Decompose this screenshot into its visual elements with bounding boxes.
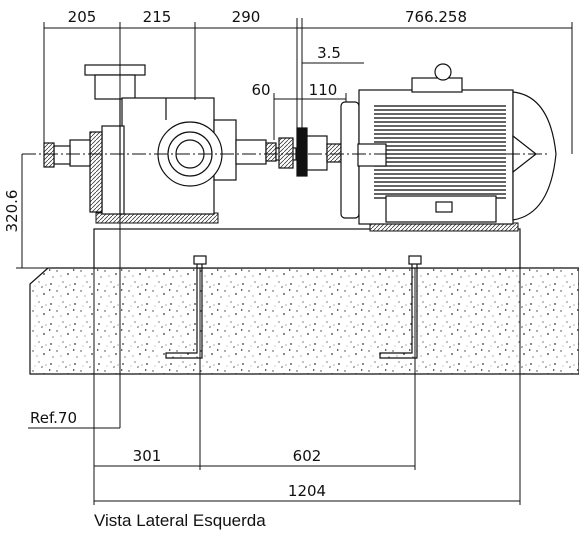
lifting-eye (434, 63, 452, 81)
dim-215: 215 (143, 8, 172, 26)
dim-320-6: 320.6 (3, 190, 21, 233)
anchor-bolt-left (165, 255, 207, 359)
dim-60: 60 (251, 81, 270, 99)
dim-290: 290 (232, 8, 261, 26)
dimension-lines (16, 18, 573, 505)
dim-205: 205 (68, 8, 97, 26)
motor (340, 63, 557, 225)
pump (43, 64, 277, 215)
dim-301: 301 (133, 447, 162, 465)
dim-766-258: 766.258 (405, 8, 467, 26)
view-caption: Vista Lateral Esquerda (94, 511, 266, 530)
dim-602: 602 (293, 447, 322, 465)
dim-3-5: 3.5 (317, 44, 341, 62)
dim-ref-70: Ref.70 (30, 409, 77, 427)
coupling (275, 127, 342, 177)
anchor-bolt-right (379, 255, 422, 359)
base-plate (93, 228, 521, 269)
concrete-foundation (29, 267, 579, 375)
dim-110: 110 (309, 81, 338, 99)
dim-1204: 1204 (288, 482, 326, 500)
